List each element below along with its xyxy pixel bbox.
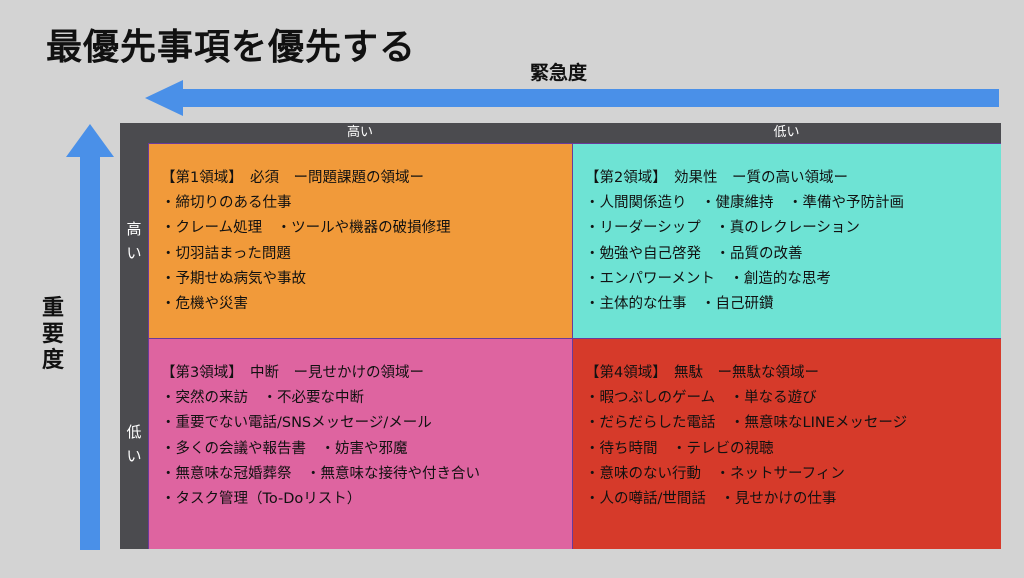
quadrant-3: 【第3領域】 中断 ー見せかけの領域ー ・突然の来訪 ・不必要な中断 ・重要でな… xyxy=(148,338,572,549)
list-item: ・クレーム処理 ・ツールや機器の破損修理 xyxy=(161,220,451,237)
list-item: ・人の噂話/世間話 ・見せかけの仕事 xyxy=(585,491,837,508)
row-header-char: 高 xyxy=(126,219,142,238)
row-header-low: 低 い xyxy=(120,338,148,549)
list-item: ・切羽詰まった問題 xyxy=(161,245,291,262)
page-title: 最優先事項を優先する xyxy=(46,27,417,68)
quadrant-title: 【第2領域】 効果性 ー質の高い領域ー xyxy=(585,170,848,186)
quadrant-title: 【第1領域】 必須 ー問題課題の領域ー xyxy=(161,170,424,186)
list-item: ・重要でない電話/SNSメッセージ/メール xyxy=(161,415,432,432)
quadrant-1: 【第1領域】 必須 ー問題課題の領域ー ・締切りのある仕事 ・クレーム処理 ・ツ… xyxy=(148,143,572,338)
row-header-char: 低 xyxy=(126,422,142,441)
list-item: ・多くの会議や報告書 ・妨害や邪魔 xyxy=(161,440,408,457)
list-item: ・待ち時間 ・テレビの視聴 xyxy=(585,440,774,457)
importance-char: 重 xyxy=(41,296,64,321)
list-item: ・締切りのある仕事 xyxy=(161,195,292,211)
list-item: ・意味のない行動 ・ネットサーフィン xyxy=(585,465,845,482)
row-header-char: い xyxy=(126,446,142,465)
importance-axis-label: 重 要 度 xyxy=(38,296,68,374)
column-header-high: 高い xyxy=(346,125,373,140)
list-item: ・暇つぶしのゲーム ・単なる遊び xyxy=(585,390,817,406)
list-item: ・タスク管理（To-Doリスト） xyxy=(161,491,362,508)
list-item: ・リーダーシップ ・真のレクレーション xyxy=(585,220,860,237)
list-item: ・無意味な冠婚葬祭 ・無意味な接待や付き合い xyxy=(161,465,480,482)
list-item: ・勉強や自己啓発 ・品質の改善 xyxy=(585,245,803,262)
list-item: ・だらだらした電話 ・無意味なLINEメッセージ xyxy=(585,415,908,432)
list-item: ・予期せぬ病気や事故 xyxy=(161,270,306,287)
importance-char: 要 xyxy=(41,322,64,347)
priority-matrix: 高い 低い 高 い 低 い 【第1領域】 必須 ー問題課題の領域ー ・締切りのあ… xyxy=(120,123,1001,549)
list-item: ・危機や災害 xyxy=(161,296,248,313)
quadrant-title: 【第3領域】 中断 ー見せかけの領域ー xyxy=(161,365,424,381)
matrix-corner xyxy=(120,123,148,143)
list-item: ・人間関係造り ・健康維持 ・準備や予防計画 xyxy=(585,195,904,211)
quadrant-2: 【第2領域】 効果性 ー質の高い領域ー ・人間関係造り ・健康維持 ・準備や予防… xyxy=(572,143,1001,338)
importance-char: 度 xyxy=(41,348,64,373)
urgency-arrow xyxy=(145,80,999,116)
row-header-high: 高 い xyxy=(120,143,148,338)
quadrant-title: 【第4領域】 無駄 ー無駄な領域ー xyxy=(585,365,819,381)
list-item: ・突然の来訪 ・不必要な中断 xyxy=(161,390,364,406)
column-header-low: 低い xyxy=(773,125,800,140)
list-item: ・主体的な仕事 ・自己研鑽 xyxy=(585,296,774,313)
row-header-char: い xyxy=(126,243,142,262)
quadrant-4: 【第4領域】 無駄 ー無駄な領域ー ・暇つぶしのゲーム ・単なる遊び ・だらだら… xyxy=(572,338,1001,549)
list-item: ・エンパワーメント ・創造的な思考 xyxy=(585,270,831,287)
importance-arrow xyxy=(66,124,114,550)
urgency-axis-label: 緊急度 xyxy=(530,62,588,84)
